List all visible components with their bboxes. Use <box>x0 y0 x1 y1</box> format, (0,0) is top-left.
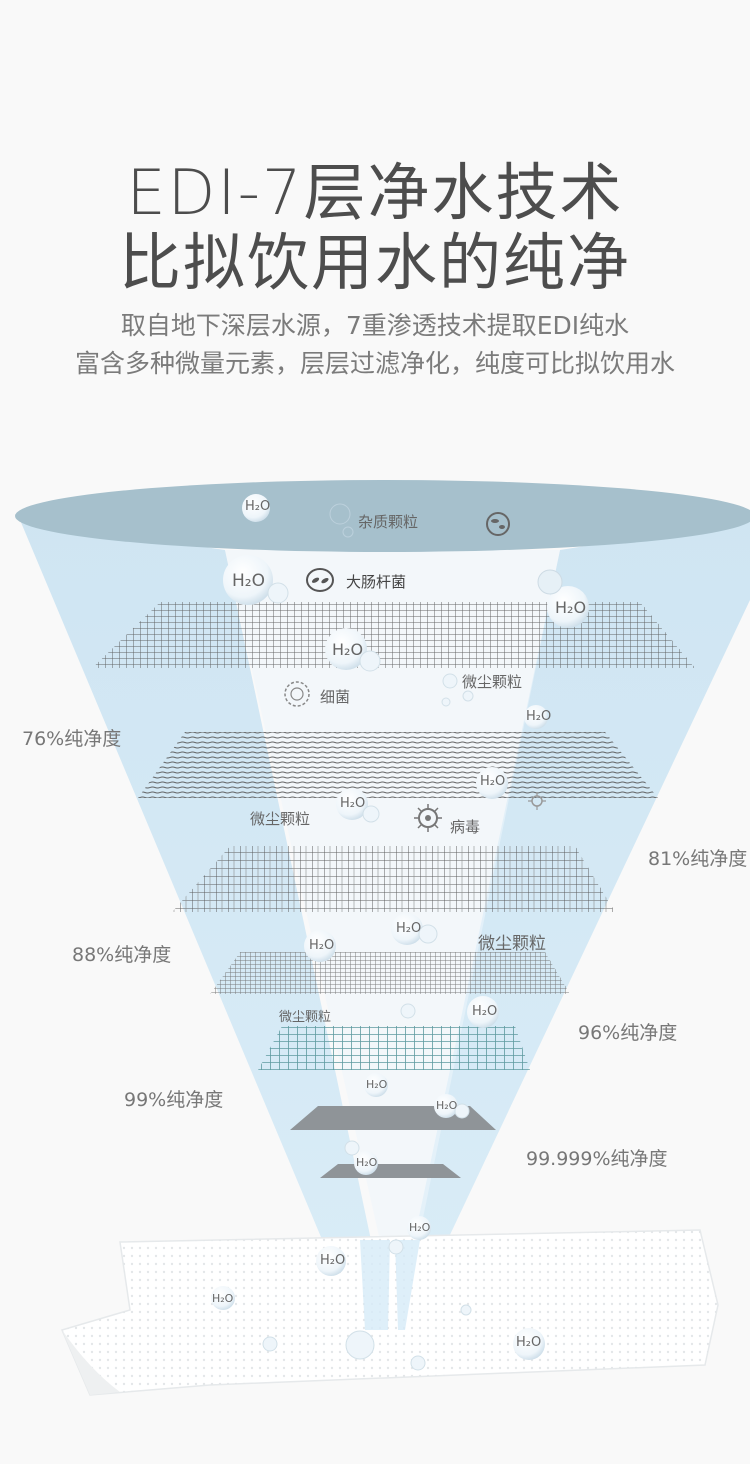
bacteria-icon-2 <box>284 681 310 707</box>
h2o-label: H₂O <box>356 1156 378 1169</box>
h2o-label: H₂O <box>232 571 265 591</box>
h2o-label: H₂O <box>396 921 422 936</box>
filter-layer-7 <box>320 1164 461 1178</box>
impurity-tag-dust: 微尘颗粒 <box>250 810 311 828</box>
impurity-tag-ecoli: 大肠杆菌 <box>346 573 407 591</box>
h2o-label: H₂O <box>480 774 506 789</box>
h2o-label: H₂O <box>340 796 366 811</box>
h2o-label: H₂O <box>366 1078 388 1091</box>
h2o-label: H₂O <box>526 709 552 724</box>
filter-layer-5 <box>258 1026 530 1070</box>
purity-label-88: 88%纯净度 <box>72 944 172 966</box>
impurity-tag-dust: 微尘颗粒 <box>478 934 546 954</box>
filtration-illustration <box>15 480 750 1396</box>
purity-label-99999: 99.999%纯净度 <box>526 1148 668 1170</box>
water-molecule-bubbles <box>211 494 589 1371</box>
bacteria-icon-1 <box>486 512 510 536</box>
h2o-label: H₂O <box>472 1004 498 1019</box>
filter-layer-3 <box>172 846 615 912</box>
purity-label-96: 96%纯净度 <box>578 1022 678 1044</box>
filter-layer-4 <box>210 952 570 994</box>
impurity-tag-virus: 病毒 <box>450 818 481 836</box>
purity-label-81: 81%纯净度 <box>648 848 748 870</box>
h2o-label: H₂O <box>245 499 271 514</box>
title-line-1: EDI-7层净水技术 <box>126 156 624 229</box>
h2o-label: H₂O <box>309 938 335 953</box>
impurity-tag-impurities: 杂质颗粒 <box>358 513 419 531</box>
water-source-disc <box>15 480 750 552</box>
filter-layer-1 <box>92 602 695 668</box>
h2o-label: H₂O <box>436 1099 458 1112</box>
h2o-label: H₂O <box>516 1335 542 1350</box>
purity-label-76: 76%纯净度 <box>22 728 122 750</box>
virus-icon <box>414 804 442 832</box>
virus-icon-small <box>528 792 546 810</box>
h2o-label: H₂O <box>332 640 364 659</box>
title-line-2: 比拟饮用水的纯净 <box>118 226 631 299</box>
impurity-tag-dust: 微尘颗粒 <box>279 1010 332 1025</box>
h2o-label: H₂O <box>555 598 587 617</box>
h2o-label: H₂O <box>409 1221 431 1234</box>
h2o-label: H₂O <box>320 1253 346 1268</box>
filter-layer-2 <box>138 732 658 798</box>
purity-label-99: 99%纯净度 <box>124 1089 224 1111</box>
ecoli-icon <box>306 568 334 592</box>
subtitle-line-1: 取自地下深层水源，7重渗透技术提取EDI纯水 <box>120 311 630 340</box>
impurity-tag-bacteria: 细菌 <box>320 688 351 706</box>
subtitle-line-2: 富含多种微量元素，层层过滤净化，纯度可比拟饮用水 <box>74 349 675 378</box>
impurity-tag-dust: 微尘颗粒 <box>462 673 523 691</box>
h2o-label: H₂O <box>212 1292 234 1305</box>
